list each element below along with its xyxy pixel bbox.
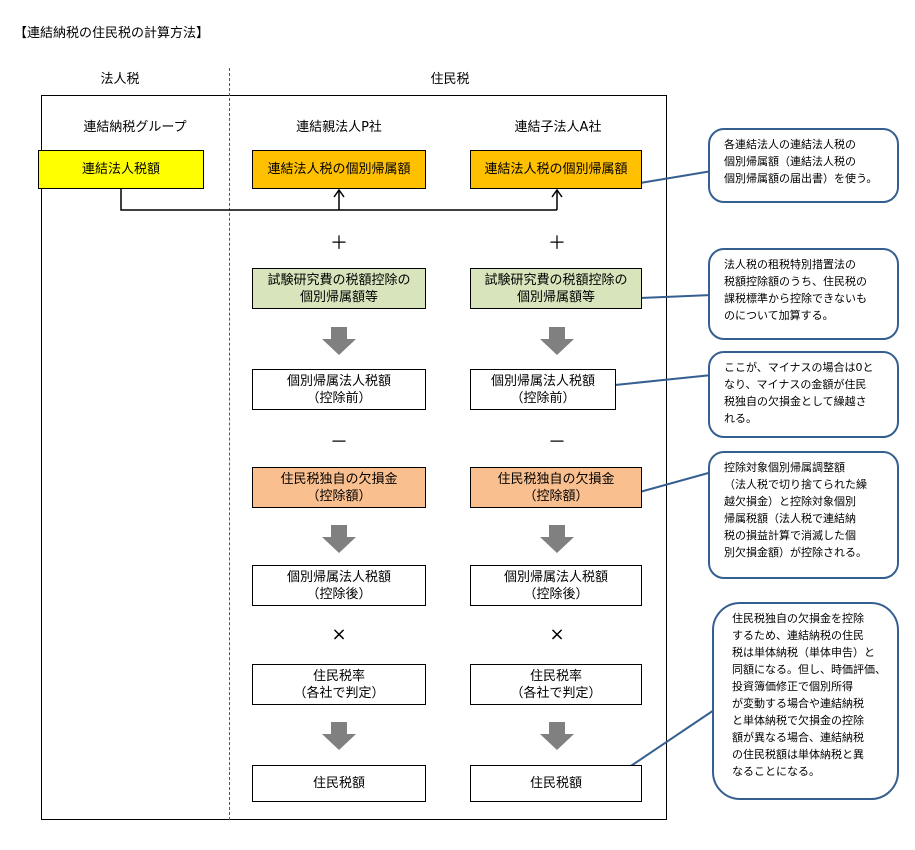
- step-text: 個別帰属法人税額: [286, 373, 391, 389]
- callout-line: のについて加算する。: [724, 309, 834, 322]
- callout-line: ここが、マイナスの場合は0と: [724, 361, 874, 374]
- parent-step-6: 住民税率 （各社で判定）: [252, 664, 426, 705]
- callout-line: （法人税で切り捨てられた繰: [724, 478, 867, 491]
- times-operator: ×: [549, 624, 565, 645]
- callout-line: 越欠損金）と控除対象個別: [724, 495, 856, 508]
- step-text: （各社で判定）: [510, 685, 602, 701]
- callout-line: 投資簿価修正で個別所得: [732, 680, 853, 693]
- entity-group: 連結納税グループ: [83, 120, 187, 135]
- callout-line: 控除対象個別帰属調整額: [724, 461, 845, 474]
- callout-3: ここが、マイナスの場合は0と なり、マイナスの金額が住民 税独自の欠損金として繰…: [708, 351, 899, 438]
- step-text: 試験研究費の税額控除の: [484, 272, 628, 288]
- entity-child: 連結子法人A社: [514, 120, 602, 135]
- callout-pointer: [639, 294, 713, 299]
- callout-line: 各連結法人の連結法人税の: [724, 138, 856, 151]
- callout-line: なり、マイナスの金額が住民: [724, 378, 867, 391]
- child-step-3: 個別帰属法人税額 （控除前）: [470, 369, 616, 410]
- callout-line: 法人税の租税特別措置法の: [724, 258, 856, 271]
- connector-line: [120, 189, 339, 211]
- callout-line: れる。: [724, 412, 757, 425]
- callout-line: 帰属税額（法人税で連結納: [724, 512, 856, 525]
- child-step-7: 住民税額: [470, 765, 642, 802]
- diagram-frame: [41, 95, 667, 820]
- entity-parent: 連結親法人P社: [296, 120, 382, 135]
- callout-line: 額が異なる場合、連結納税: [732, 731, 864, 744]
- callout-4: 控除対象個別帰属調整額 （法人税で切り捨てられた繰 越欠損金）と控除対象個別 帰…: [708, 451, 899, 579]
- callout-line: 税の損益計算で消滅した個: [724, 529, 856, 542]
- callout-5: 住民税独自の欠損金を控除 するため、連結納税の住民 税は単体納税（単体申告）と …: [712, 602, 899, 800]
- callout-line: 住民税独自の欠損金を控除: [732, 612, 864, 625]
- callout-line: 同額になる。但し、時価評価、: [732, 663, 886, 676]
- minus-operator: －: [548, 432, 566, 453]
- callout-line: が変動する場合や連結納税: [732, 697, 864, 710]
- step-text: 住民税額: [312, 776, 365, 791]
- down-arrow-icon: [540, 722, 574, 750]
- parent-step-7: 住民税額: [252, 765, 426, 802]
- column-divider: [229, 68, 230, 820]
- callout-line: 税額控除額のうち、住民税の: [724, 275, 867, 288]
- child-step-4: 住民税独自の欠損金 （控除額）: [470, 467, 642, 508]
- callout-line: なることになる。: [732, 765, 820, 778]
- step-text: 個別帰属額等: [516, 289, 595, 305]
- child-step-5: 個別帰属法人税額 （控除後）: [470, 565, 642, 606]
- group-tax-label: 連結法人税額: [81, 162, 160, 177]
- step-text: 住民税独自の欠損金: [497, 471, 615, 487]
- down-arrow-icon: [322, 327, 356, 355]
- step-text: 住民税率: [312, 668, 365, 684]
- parent-step-2: 試験研究費の税額控除の 個別帰属額等: [252, 268, 426, 309]
- step-text: 住民税額: [529, 776, 582, 791]
- plus-operator: ＋: [548, 233, 566, 254]
- step-text: （各社で判定）: [293, 685, 385, 701]
- step-text: 個別帰属法人税額: [503, 569, 608, 585]
- step-text: 住民税独自の欠損金: [280, 471, 398, 487]
- callout-line: 別欠損金額）が控除される。: [724, 546, 867, 559]
- callout-line: するため、連結納税の住民: [732, 629, 864, 642]
- step-text: （控除額）: [523, 488, 589, 504]
- callout-2: 法人税の租税特別措置法の 税額控除額のうち、住民税の 課税標準から控除できないも…: [708, 248, 899, 340]
- callout-line: 税独自の欠損金として繰越さ: [724, 395, 867, 408]
- down-arrow-icon: [540, 327, 574, 355]
- step-text: （控除前）: [306, 390, 372, 406]
- callout-line: 税は単体納税（単体申告）と: [732, 646, 875, 659]
- callout-line: 課税標準から控除できないも: [724, 292, 867, 305]
- arrowhead-child: [551, 188, 563, 198]
- step-text: （控除後）: [523, 586, 589, 602]
- arrowhead-parent: [333, 188, 345, 198]
- step-text: 個別帰属額等: [299, 289, 378, 305]
- parent-step-4: 住民税独自の欠損金 （控除額）: [252, 467, 426, 508]
- column-header-corporate-tax: 法人税: [100, 72, 140, 87]
- callout-line: と単体納税で欠損金の控除: [732, 714, 864, 727]
- down-arrow-icon: [322, 722, 356, 750]
- callout-pointer: [614, 374, 713, 386]
- times-operator: ×: [331, 624, 347, 645]
- down-arrow-icon: [322, 525, 356, 553]
- step-text: 個別帰属法人税額: [286, 569, 391, 585]
- step-text: 個別帰属法人税額: [490, 373, 595, 389]
- callout-line: の住民税額は単体納税と異: [732, 748, 864, 761]
- step-text: 住民税率: [529, 668, 582, 684]
- column-header-resident-tax: 住民税: [430, 72, 470, 87]
- callout-line: 個別帰属額の届出書）を使う。: [724, 172, 878, 185]
- parent-step-5: 個別帰属法人税額 （控除後）: [252, 565, 426, 606]
- callout-line: 個別帰属額（連結法人税の: [724, 155, 856, 168]
- child-step-2: 試験研究費の税額控除の 個別帰属額等: [470, 268, 642, 309]
- parent-step-3: 個別帰属法人税額 （控除前）: [252, 369, 426, 410]
- callout-1: 各連結法人の連結法人税の 個別帰属額（連結法人税の 個別帰属額の届出書）を使う。: [708, 128, 899, 203]
- group-tax-box: 連結法人税額: [38, 150, 204, 189]
- step-text: 連結法人税の個別帰属額: [267, 162, 411, 177]
- step-text: （控除後）: [306, 586, 372, 602]
- step-text: 連結法人税の個別帰属額: [484, 162, 628, 177]
- callout-pointer: [639, 170, 713, 184]
- step-text: 試験研究費の税額控除の: [267, 272, 411, 288]
- child-step-6: 住民税率 （各社で判定）: [470, 664, 642, 705]
- plus-operator: ＋: [330, 233, 348, 254]
- step-text: （控除額）: [306, 488, 372, 504]
- minus-operator: －: [330, 432, 348, 453]
- page-title: 【連結納税の住民税の計算方法】: [14, 26, 210, 41]
- down-arrow-icon: [540, 525, 574, 553]
- child-step-1: 連結法人税の個別帰属額: [470, 150, 642, 189]
- step-text: （控除前）: [510, 390, 576, 406]
- parent-step-1: 連結法人税の個別帰属額: [252, 150, 426, 189]
